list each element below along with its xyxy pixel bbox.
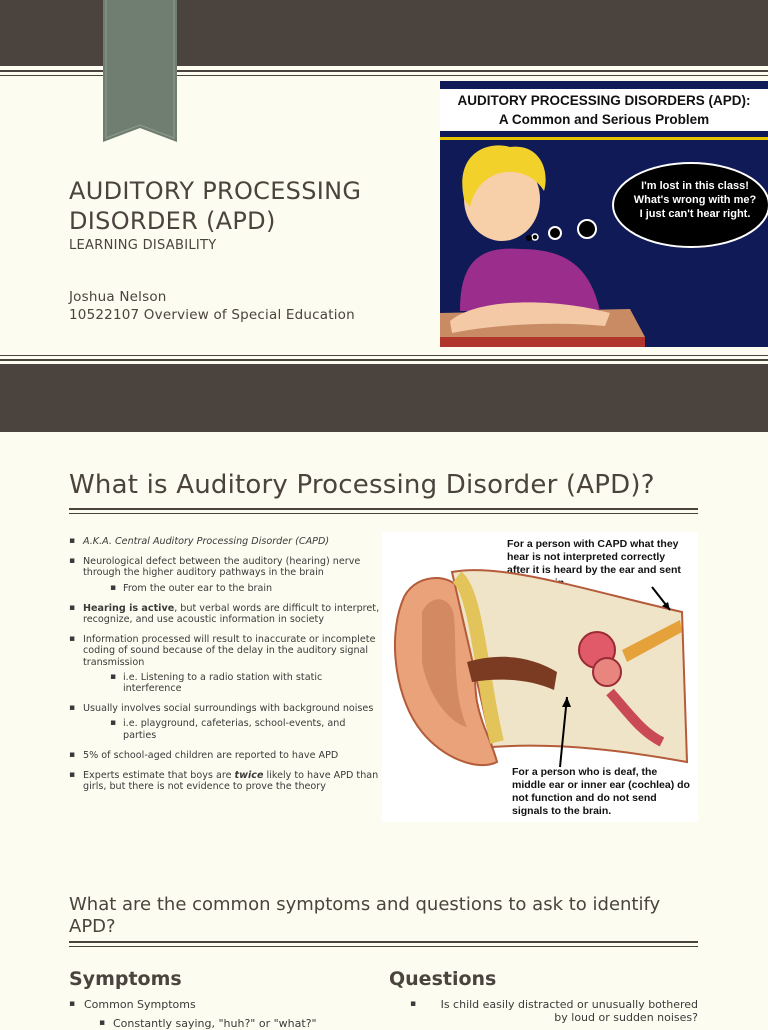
top-thin-rule [0,75,768,76]
presentation-title: AUDITORY PROCESSING DISORDER (APD) [69,177,362,235]
course-name: 10522107 Overview of Special Education [69,307,355,323]
symptoms-list: ▪Common Symptoms ▪Constantly saying, "hu… [69,998,369,1030]
apd-bullet-list: A.K.A. Central Auditory Processing Disor… [69,536,381,801]
author-block: Joshua Nelson 10522107 Overview of Speci… [69,288,355,324]
slide2-rule-thin [69,513,698,514]
ear-illustration [393,569,689,768]
list-item-text: Usually involves social surroundings wit… [83,703,374,715]
list-item: Experts estimate that boys are twice lik… [69,770,381,792]
cartoon-title: AUDITORY PROCESSING DISORDERS (APD): A C… [440,89,768,131]
slide3-rule [69,941,698,943]
bottom-thin-rule [0,355,768,356]
list-item-bold: Hearing is active [83,602,175,614]
list-subitem: From the outer ear to the brain [83,583,381,594]
list-subitem: i.e. Listening to a radio station with s… [83,672,381,694]
bubble-line-3: I just can't hear right. [639,208,751,220]
list-item: ▪Is child easily distracted or unusually… [410,998,698,1024]
cartoon-illustration [440,137,768,347]
slide2-title: What is Auditory Processing Disorder (AP… [69,470,655,500]
list-item-text: Common Symptoms [84,998,196,1011]
bubble-line-2: What's wrong with me? [633,194,757,206]
cartoon-title-line2: A Common and Serious Problem [498,112,710,127]
bookmark-ribbon [103,0,177,142]
list-item: Neurological defect between the auditory… [69,556,381,594]
slide3-rule-thin [69,946,698,947]
ear-caption-bottom: For a person who is deaf, the middle ear… [512,766,690,817]
list-item: 5% of school-aged children are reported … [69,750,381,761]
list-item: A.K.A. Central Auditory Processing Disor… [69,536,381,547]
slide3-title: What are the common symptoms and questio… [69,894,661,937]
list-item-text: Information processed will result to ina… [83,634,376,668]
cartoon-title-line1: AUDITORY PROCESSING DISORDERS (APD): [457,93,751,108]
list-item: Information processed will result to ina… [69,634,381,694]
list-item: Usually involves social surroundings wit… [69,703,381,741]
list-item-text: Experts estimate that boys are [83,770,235,782]
list-item-emphasis: twice [234,770,264,782]
apd-cartoon-image: AUDITORY PROCESSING DISORDERS (APD): A C… [440,81,768,347]
author-name: Joshua Nelson [69,289,167,305]
top-double-rule [0,70,768,72]
list-item-text: likely to have APD than girls, but there… [83,770,379,793]
title-slide-bottom-bar [0,364,768,432]
bubble-line-1: I'm lost in this class! [641,180,749,192]
list-item: Hearing is active, but verbal words are … [69,603,381,625]
list-item-text: Neurological defect between the auditory… [83,556,361,579]
symptoms-heading: Symptoms [69,968,182,990]
list-item: ▪Common Symptoms [69,998,196,1011]
questions-list: ▪Is child easily distracted or unusually… [410,998,698,1024]
ear-anatomy-diagram: For a person with CAPD what they hear is… [382,532,698,822]
bottom-double-rule [0,359,768,361]
presentation-subtitle: LEARNING DISABILITY [69,238,217,253]
list-item-text: Is child easily distracted or unusually … [440,998,698,1024]
thought-bubble-text: I'm lost in this class! What's wrong wit… [620,179,768,221]
questions-heading: Questions [389,968,497,990]
list-subitem: i.e. playground, cafeterias, school-even… [83,718,381,740]
slide2-rule [69,508,698,510]
list-item-text: , but verbal words are difficult to inte… [83,602,380,626]
